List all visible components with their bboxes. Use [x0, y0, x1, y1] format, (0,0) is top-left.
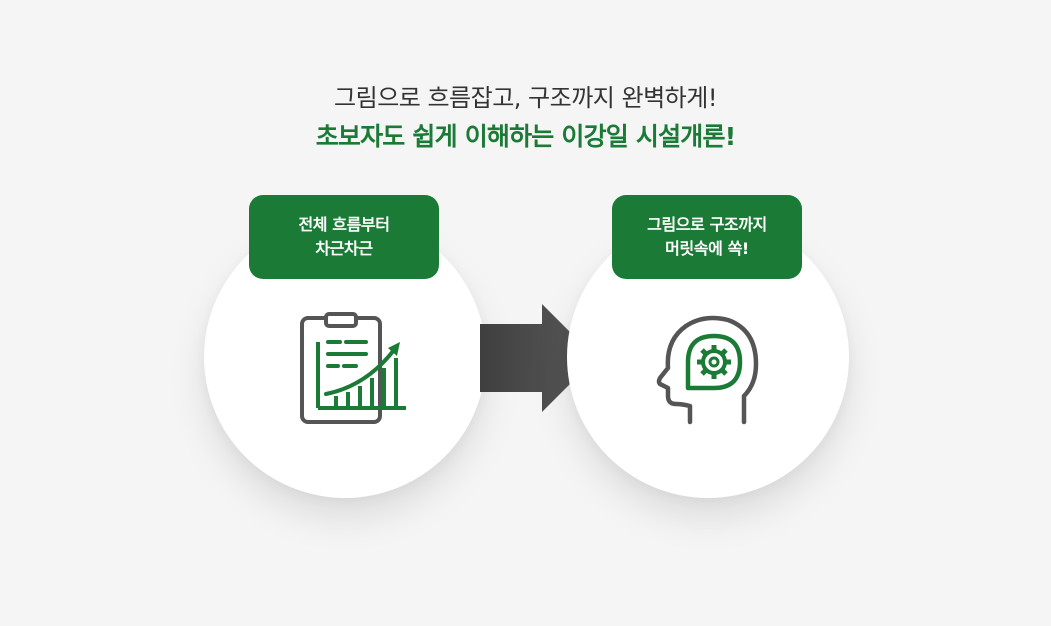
- right-arrow-icon: [480, 304, 596, 412]
- right-badge-line-2: 머릿속에 쏙!: [665, 239, 749, 258]
- right-card-badge: 그림으로 구조까지 머릿속에 쏙!: [612, 195, 802, 279]
- headline: 그림으로 흐름잡고, 구조까지 완벽하게!: [334, 84, 717, 112]
- subheadline: 초보자도 쉽게 이해하는 이강일 시설개론!: [315, 122, 736, 151]
- head-gear-icon: [656, 315, 759, 425]
- left-card-badge: 전체 흐름부터 차근차근: [249, 195, 439, 279]
- right-badge-line-1: 그림으로 구조까지: [647, 215, 767, 234]
- left-badge-line-1: 전체 흐름부터: [298, 215, 390, 234]
- clipboard-growth-chart-icon: [300, 312, 406, 424]
- left-badge-line-2: 차근차근: [315, 239, 373, 258]
- gear-icon: [697, 345, 731, 379]
